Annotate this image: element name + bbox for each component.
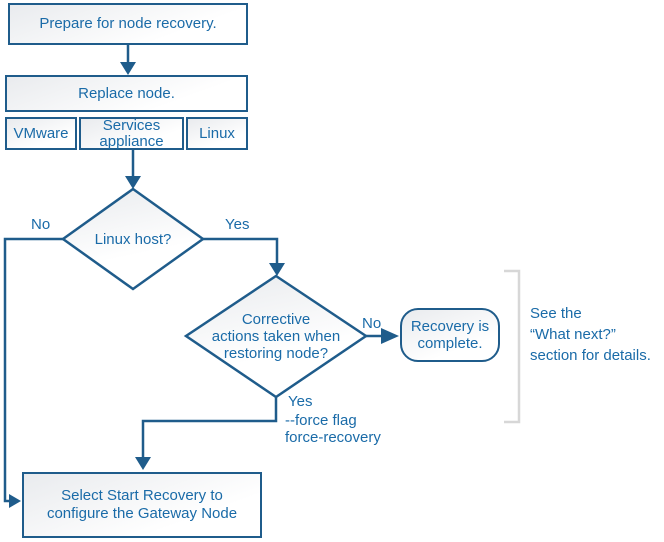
arrowhead-down-icon (120, 62, 136, 75)
decision-linux-host-label: Linux host? (94, 230, 172, 248)
side-note-line-2: “What next?” (530, 326, 616, 343)
decision-corrective-actions-label: Corrective actions taken when restoring … (212, 311, 340, 362)
recovery-complete-line-2: complete. (417, 335, 483, 352)
node-prepare-label: Prepare for node recovery. (39, 15, 217, 32)
arrowhead-down-icon (135, 457, 151, 470)
arrowhead-right-icon (381, 328, 399, 344)
start-recovery-line-1: Select Start Recovery to (61, 487, 223, 504)
start-recovery-label: Select Start Recovery to configure the G… (47, 487, 237, 523)
side-note-bracket (504, 269, 521, 424)
node-option-services-appliance: Services appliance (79, 117, 184, 150)
node-recovery-complete: Recovery is complete. (400, 308, 500, 362)
node-option-vmware: VMware (5, 117, 77, 150)
decision-linux-host-question: Linux host? (63, 189, 203, 289)
option-linux-label: Linux (199, 124, 235, 142)
decision-linux-host-shape (60, 187, 206, 291)
option-services-appliance-label: Services appliance (99, 116, 164, 150)
arrowhead-right-icon (9, 494, 21, 508)
connector-yes-branch (203, 237, 279, 264)
yes-branch-label-2: Yes (288, 393, 313, 410)
connector-yes-to-start-recovery (141, 397, 278, 458)
force-flag-line-2: force-recovery (285, 428, 381, 446)
side-note: See the “What next?” section for details… (530, 303, 651, 366)
replace-options-row: VMware Services appliance Linux (5, 117, 248, 150)
side-note-line-3: section for details. (530, 347, 651, 364)
yes-branch-label: Yes (225, 216, 250, 233)
side-note-line-1: See the (530, 305, 582, 322)
corrective-line-3: restoring node? (223, 345, 329, 362)
recovery-complete-line-1: Recovery is (410, 318, 490, 335)
corrective-line-1: Corrective (241, 311, 311, 328)
decision-corrective-actions-question: Corrective actions taken when restoring … (186, 276, 366, 397)
arrowhead-down-icon (269, 263, 285, 276)
node-start-recovery: Select Start Recovery to configure the G… (22, 472, 262, 538)
connector-no-branch (3, 237, 63, 503)
node-replace-label: Replace node. (78, 84, 175, 102)
node-option-linux: Linux (186, 117, 248, 150)
recovery-complete-label: Recovery is complete. (411, 318, 489, 352)
node-prepare: Prepare for node recovery. (8, 3, 248, 45)
node-replace: Replace node. (5, 75, 248, 112)
no-branch-label-2: No (362, 315, 382, 332)
force-flag-note: --force flag force-recovery (285, 412, 381, 446)
option-vmware-label: VMware (13, 124, 69, 142)
corrective-line-2: actions taken when (211, 328, 341, 345)
force-flag-line-1: --force flag (285, 412, 357, 429)
no-branch-label: No (31, 216, 51, 233)
start-recovery-line-2: configure the Gateway Node (46, 505, 238, 522)
arrowhead-down-icon (125, 176, 141, 189)
